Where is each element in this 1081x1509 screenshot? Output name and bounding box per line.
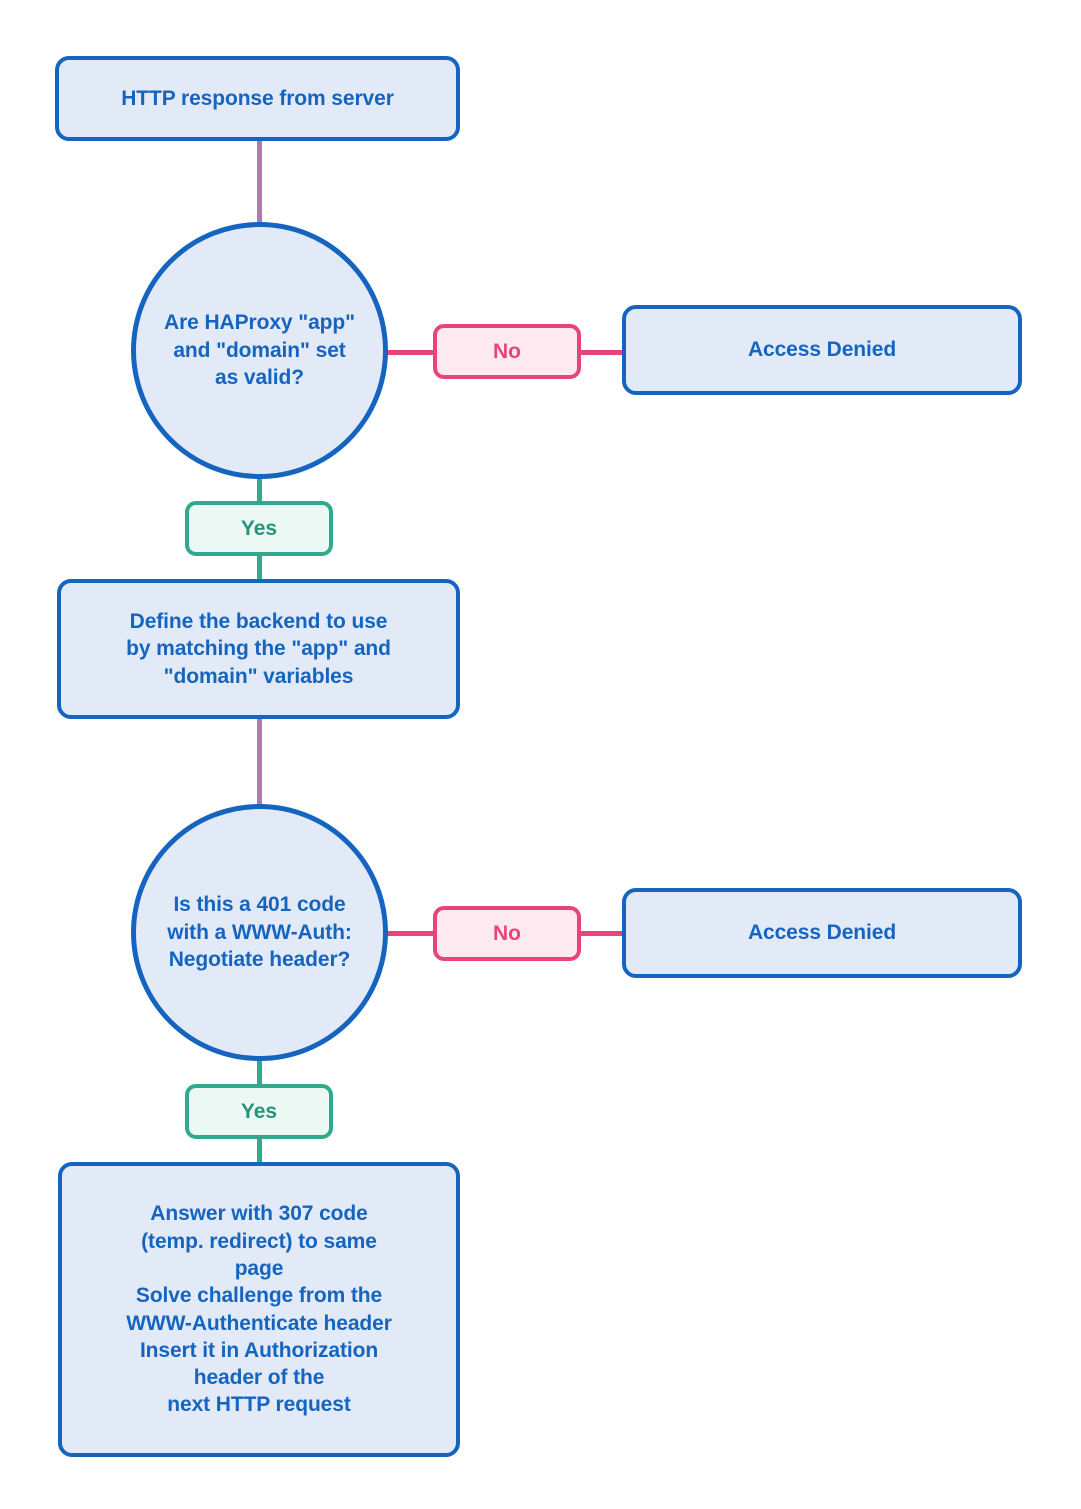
connector-yes-label-to-define-backend	[257, 550, 262, 584]
node-decision-haproxy-app-domain-valid[interactable]: Are HAProxy "app" and "domain" set as va…	[131, 222, 388, 479]
node-http-response-from-server[interactable]: HTTP response from server	[55, 56, 460, 141]
node-access-denied-1[interactable]: Access Denied	[622, 305, 1022, 395]
node-define-backend-label: Define the backend to use by matching th…	[126, 610, 391, 688]
edge-label-yes-2[interactable]: Yes	[185, 1084, 333, 1139]
connector-decision-1-to-no-label	[386, 350, 436, 355]
connector-start-to-decision-1	[257, 136, 262, 228]
node-decision-401-www-auth-negotiate[interactable]: Is this a 401 code with a WWW-Auth: Nego…	[131, 804, 388, 1061]
node-access-denied-2[interactable]: Access Denied	[622, 888, 1022, 978]
edge-label-no-1-text: No	[493, 339, 521, 363]
node-answer-307-label: Answer with 307 code (temp. redirect) to…	[126, 1202, 392, 1417]
connector-yes-label-to-answer-307	[257, 1132, 262, 1166]
node-define-backend[interactable]: Define the backend to use by matching th…	[57, 579, 460, 719]
connector-define-backend-to-decision-2	[257, 714, 262, 814]
connector-decision-1-to-yes-label	[257, 470, 262, 510]
connector-decision-2-to-no-label	[386, 931, 436, 936]
edge-label-no-2[interactable]: No	[433, 906, 581, 961]
node-answer-307[interactable]: Answer with 307 code (temp. redirect) to…	[58, 1162, 460, 1457]
node-access-denied-1-label: Access Denied	[747, 338, 897, 362]
node-decision-401-www-auth-negotiate-label: Is this a 401 code with a WWW-Auth: Nego…	[167, 892, 352, 972]
edge-label-yes-1-text: Yes	[240, 516, 278, 540]
node-decision-haproxy-app-domain-valid-label: Are HAProxy "app" and "domain" set as va…	[164, 310, 355, 390]
edge-label-yes-1[interactable]: Yes	[185, 501, 333, 556]
connector-no-label-to-denied-1	[578, 350, 628, 355]
connector-decision-2-to-yes-label	[257, 1052, 262, 1092]
node-http-response-from-server-label: HTTP response from server	[121, 86, 394, 110]
edge-label-no-2-text: No	[493, 921, 521, 945]
node-access-denied-2-label: Access Denied	[747, 921, 897, 945]
edge-label-yes-2-text: Yes	[240, 1099, 278, 1123]
connector-no-label-to-denied-2	[578, 931, 628, 936]
edge-label-no-1[interactable]: No	[433, 324, 581, 379]
